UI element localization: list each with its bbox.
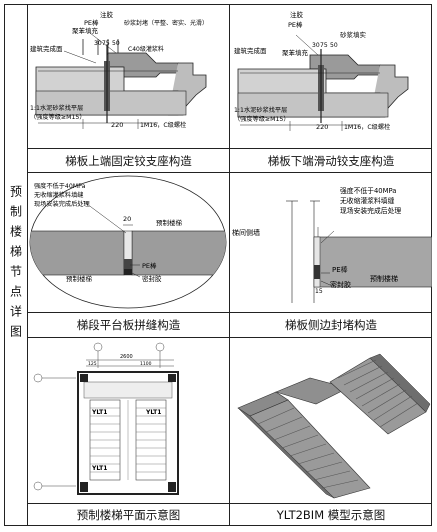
label-leveling-layer: 1:1水泥砂浆找平层 <box>30 104 83 112</box>
label-ylt1-right: YLT1 <box>145 409 161 416</box>
label-mortar-seal: 砂浆封堵（平整、密实、光滑） <box>124 19 208 27</box>
label-pe-rod: PE棒 <box>288 20 303 29</box>
label-pe-rod: PE棒 <box>332 265 348 274</box>
diagram-upper-fixed-hinge: 注胶 PE棒 砂浆封堵（平整、密实、光滑） 聚苯填充 建筑完成面 C40级灌浆料… <box>28 5 229 148</box>
row-divider <box>27 172 432 173</box>
caption-side-plugging: 梯板侧边封堵构造 <box>285 318 377 332</box>
dim-220: 220 <box>111 121 123 129</box>
label-precast-stair-left: 预制楼梯 <box>66 274 93 283</box>
dim-50: 50 <box>330 42 338 49</box>
dim-75: 75 <box>102 40 110 47</box>
caption-lower-sliding-hinge: 梯板下端滑动铰支座构造 <box>267 153 395 168</box>
diagram-bim-model-svg <box>237 353 431 499</box>
label-mortar-fill: 砂浆填实 <box>340 30 367 39</box>
label-inject-glue: 注胶 <box>100 10 114 19</box>
caption-platform-joint: 梯段平台板拼缝构造 <box>76 318 181 332</box>
diagram-platform-joint-svg: 强度不低于40MPa 无收缩灌浆料填缝 现场安装完成后处理 20 预制楼梯 预制… <box>29 175 227 309</box>
dim-75: 75 <box>320 42 328 49</box>
diagram-stair-plan: 2600 125 1100 YLT1 YLT1 YLT1 <box>28 338 229 503</box>
label-site-treatment: 现场安装完成后处理 <box>340 206 401 215</box>
row-divider <box>27 503 432 504</box>
label-strength: 强度不低于40MPa <box>340 186 396 195</box>
diagram-lower-sliding-hinge: 注胶 PE棒 砂浆填实 建筑完成面 聚苯填充 30 75 50 1:1水泥砂浆找… <box>230 5 432 148</box>
diagram-side-plugging: 强度不低于40MPa 无收缩灌浆料填缝 现场安装完成后处理 梯间侧墙 PE棒 密… <box>230 173 432 312</box>
dim-220: 220 <box>316 123 328 131</box>
dim-30: 30 <box>94 40 102 47</box>
diagram-bim-model <box>230 338 432 503</box>
caption-bim-model: YLT2BIM 模型示意图 <box>276 508 386 522</box>
label-finished-surface: 建筑完成面 <box>234 46 267 55</box>
row-divider <box>27 337 432 338</box>
label-site-treatment: 现场安装完成后处理 <box>34 200 90 208</box>
side-label: 预制楼梯节点详图 <box>8 185 23 345</box>
label-ylt1-left: YLT1 <box>91 409 107 416</box>
diagram-lower-sliding-hinge-svg: 注胶 PE棒 砂浆填实 建筑完成面 聚苯填充 30 75 50 1:1水泥砂浆找… <box>234 10 409 131</box>
label-bolt: 1M16，C级螺栓 <box>344 123 390 131</box>
label-inject-glue: 注胶 <box>290 10 304 19</box>
label-strength: （强度等级≥M15） <box>30 113 86 121</box>
diagram-upper-fixed-hinge-svg: 注胶 PE棒 砂浆封堵（平整、密实、光滑） 聚苯填充 建筑完成面 C40级灌浆料… <box>30 10 208 129</box>
label-sealant: 密封胶 <box>142 274 162 283</box>
label-polystyrene-fill: 聚苯填充 <box>282 48 309 57</box>
label-precast-stair: 预制楼梯 <box>370 274 398 283</box>
label-strength: 强度不低于40MPa <box>34 182 86 190</box>
caption-stair-plan: 预制楼梯平面示意图 <box>76 508 181 522</box>
label-sealant: 密封胶 <box>330 280 351 289</box>
dim-span: 2600 <box>120 354 133 360</box>
label-precast-stair-right: 预制楼梯 <box>156 218 183 227</box>
label-grout: C40级灌浆料 <box>128 45 164 53</box>
column-divider-middle <box>229 4 230 526</box>
label-bolt: 1M16，C级螺栓 <box>140 121 186 129</box>
label-grout-fill: 无收缩灌浆料填缝 <box>340 196 395 205</box>
row-divider <box>27 148 432 149</box>
row-divider <box>27 312 432 313</box>
label-grout-fill: 无收缩灌浆料填缝 <box>34 191 84 199</box>
label-strength: （强度等级≥M15） <box>234 115 290 123</box>
dim-width: 1100 <box>140 361 152 367</box>
column-divider-left <box>27 4 28 526</box>
label-stairwell-wall: 梯间侧墙 <box>232 228 260 237</box>
label-pe-rod: PE棒 <box>84 18 99 27</box>
label-pe-rod: PE棒 <box>142 261 157 270</box>
label-finished-surface: 建筑完成面 <box>30 44 63 53</box>
label-leveling-layer: 1:1水泥砂浆找平层 <box>234 106 287 114</box>
dim-50: 50 <box>112 40 120 47</box>
label-polystyrene-fill: 聚苯填充 <box>72 26 99 35</box>
dim-side: 125 <box>88 361 97 367</box>
dim-30: 30 <box>312 42 320 49</box>
diagram-stair-plan-svg: 2600 125 1100 YLT1 YLT1 YLT1 <box>33 342 179 495</box>
caption-upper-fixed-hinge: 梯板上端固定铰支座构造 <box>65 153 192 168</box>
diagram-platform-joint: 强度不低于40MPa 无收缩灌浆料填缝 现场安装完成后处理 20 预制楼梯 预制… <box>28 173 229 312</box>
diagram-side-plugging-svg: 强度不低于40MPa 无收缩灌浆料填缝 现场安装完成后处理 梯间侧墙 PE棒 密… <box>232 186 432 303</box>
dim-20: 20 <box>123 215 131 223</box>
label-ylt1-bottom: YLT1 <box>91 465 107 472</box>
dim-15: 15 <box>315 288 323 295</box>
